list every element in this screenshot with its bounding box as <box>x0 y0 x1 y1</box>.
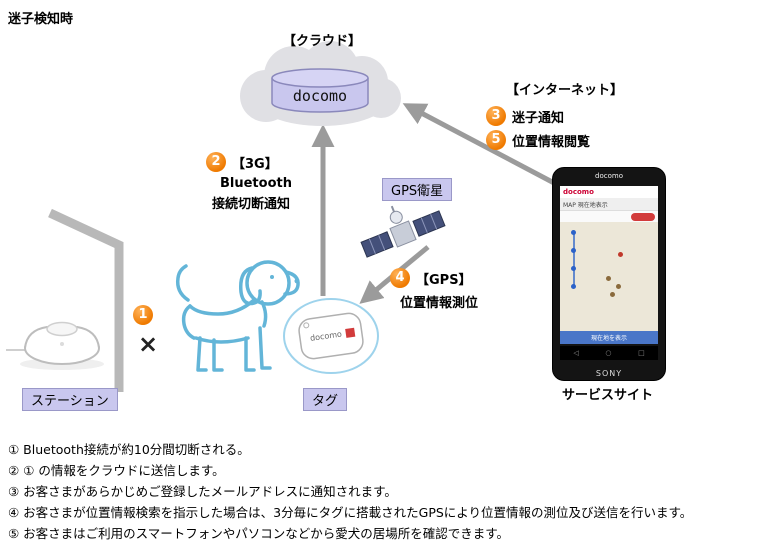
footnotes: ① Bluetooth接続が約10分間切断される。 ② ① の情報をクラウドに送… <box>8 439 760 544</box>
footnote-5: ⑤ お客さまはご利用のスマートフォンやパソコンなどから愛犬の居場所を確認できます… <box>8 526 510 541</box>
tag-device: docomo <box>298 312 364 360</box>
phone-top-logo: docomo <box>595 172 623 180</box>
map-pin <box>616 284 621 289</box>
map-pin-current <box>618 252 623 257</box>
page-title: 迷子検知時 <box>8 12 74 27</box>
map-pin <box>606 276 611 281</box>
phone-navbar: ◁ ○ □ <box>560 346 658 360</box>
map-pin <box>571 248 576 253</box>
footnote-1: ① Bluetooth接続が約10分間切断される。 <box>8 442 250 457</box>
step-4-line1: 位置情報測位 <box>400 296 479 311</box>
step-2: 2 【3G】 Bluetooth 接続切断通知 <box>206 152 292 212</box>
footnote-4: ④ お客さまが位置情報検索を指示した場合は、3分毎にタグに搭載されたGPSにより… <box>8 505 693 520</box>
show-location-button[interactable]: 現在地を表示 <box>560 331 658 344</box>
nav-back-icon[interactable]: ◁ <box>573 349 579 357</box>
step-1-badge: 1 <box>133 305 153 325</box>
step-3: 3 迷子通知 <box>486 106 564 126</box>
cloud-label: 【クラウド】 <box>283 34 362 49</box>
tag-label: タグ <box>303 388 348 411</box>
nav-recent-icon[interactable]: □ <box>638 349 645 357</box>
step-2-line2: 接続切断通知 <box>212 197 291 212</box>
step-4-heading: 【GPS】 <box>416 272 472 288</box>
station-device <box>6 321 104 370</box>
map-pin <box>571 266 576 271</box>
wall-corner <box>48 208 124 392</box>
step-5: 5 位置情報閲覧 <box>486 130 590 150</box>
dog-illustration <box>175 260 300 372</box>
nav-home-icon[interactable]: ○ <box>605 349 612 357</box>
phone-update-row <box>560 211 658 222</box>
smartphone: docomo docomo MAP 現在地表示 現在地を表示 ◁ ○ <box>552 167 666 381</box>
step-3-badge: 3 <box>486 106 506 126</box>
phone-screen: docomo MAP 現在地表示 現在地を表示 <box>560 186 658 344</box>
map-route-line <box>573 232 575 288</box>
step-1: 1 <box>133 303 153 325</box>
phone-appbar: MAP 現在地表示 <box>560 198 658 211</box>
step-4-badge: 4 <box>390 268 410 288</box>
footnote-2: ② ① の情報をクラウドに送信します。 <box>8 463 225 478</box>
disconnect-x-mark: × <box>138 330 159 358</box>
step-2-line1: Bluetooth <box>220 176 292 191</box>
cloud-db-label: docomo <box>293 87 347 105</box>
step-5-badge: 5 <box>486 130 506 150</box>
step-4: 4 【GPS】 位置情報測位 <box>390 268 478 311</box>
map-pin <box>571 284 576 289</box>
station-label: ステーション <box>22 388 118 411</box>
update-button[interactable] <box>631 212 655 221</box>
step-5-label: 位置情報閲覧 <box>512 134 591 150</box>
service-site-label: サービスサイト <box>562 388 654 403</box>
gps-satellite-label: GPS衛星 <box>382 178 453 201</box>
cloud-database: docomo <box>271 68 369 113</box>
phone-map[interactable] <box>560 222 658 331</box>
step-3-label: 迷子通知 <box>512 110 565 126</box>
map-pin <box>571 230 576 235</box>
phone-brand: SONY <box>595 369 623 378</box>
footnote-3: ③ お客さまがあらかじめご登録したメールアドレスに通知されます。 <box>8 484 397 499</box>
gps-satellite-icon <box>360 205 446 258</box>
internet-label: 【インターネット】 <box>506 83 624 98</box>
map-pin <box>610 292 615 297</box>
phone-statusbar: docomo <box>560 186 658 198</box>
step-2-heading: 【3G】 <box>232 156 278 172</box>
tag-device-logo: docomo <box>310 330 343 343</box>
step-2-badge: 2 <box>206 152 226 172</box>
arrow-phone-to-cloud <box>402 103 558 187</box>
